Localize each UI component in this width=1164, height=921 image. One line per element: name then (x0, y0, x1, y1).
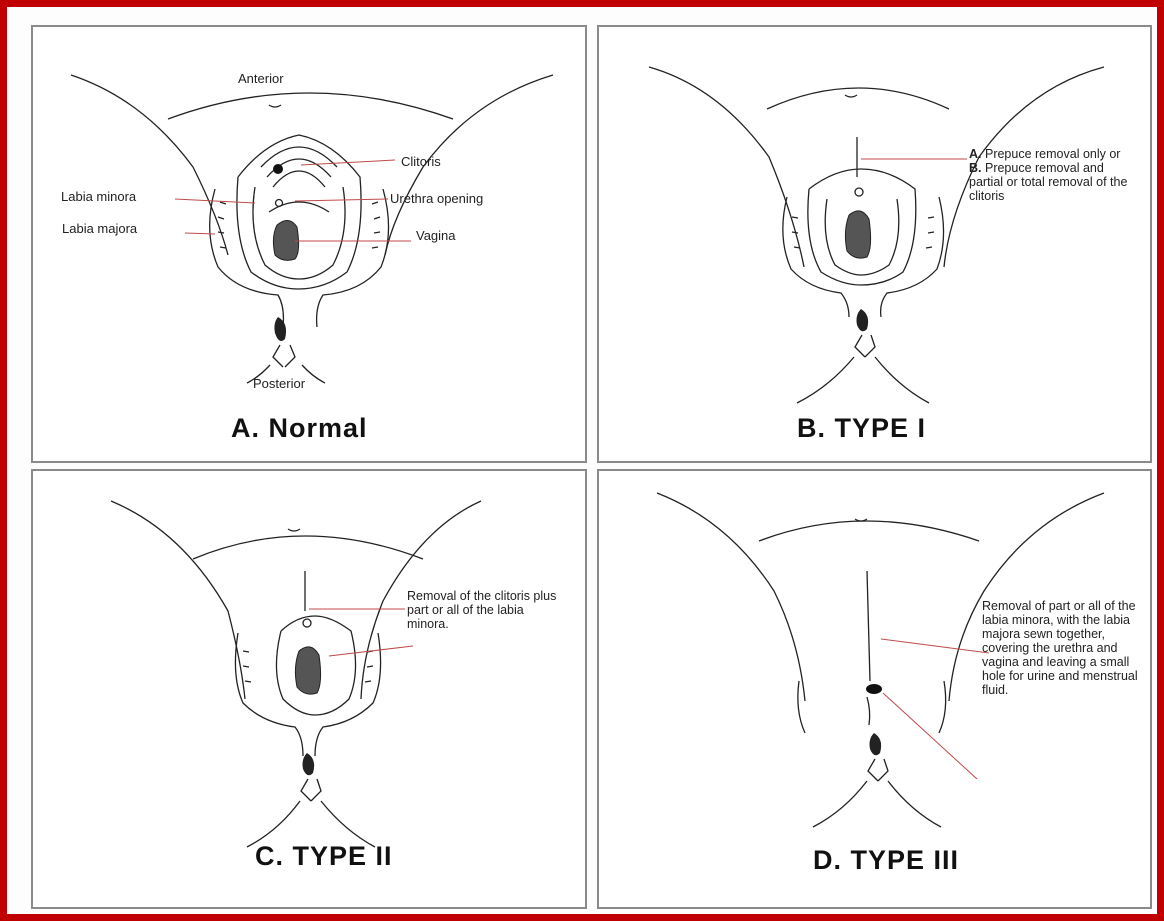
annotation-a-prefix: A. (969, 147, 982, 161)
illustration-normal (33, 27, 585, 461)
annotation-type-2: Removal of the clitoris plus part or all… (407, 589, 567, 631)
panel-title-type-2: C. TYPE II (255, 841, 393, 872)
illustration-type-1 (599, 27, 1150, 461)
panel-normal: Anterior Clitoris Labia minora Urethra o… (31, 25, 587, 463)
panel-title-type-3: D. TYPE III (813, 845, 959, 876)
label-labia-minora: Labia minora (61, 189, 136, 205)
panel-title-type-1: B. TYPE I (797, 413, 926, 444)
label-urethra-opening: Urethra opening (390, 191, 483, 207)
panel-type-3: Removal of part or all of the labia mino… (597, 469, 1152, 909)
panel-type-2: Removal of the clitoris plus part or all… (31, 469, 587, 909)
panel-title-normal: A. Normal (231, 413, 368, 444)
label-anterior: Anterior (238, 71, 284, 87)
annotation-a-text: Prepuce removal only or (985, 147, 1120, 161)
label-vagina: Vagina (416, 228, 456, 244)
annotation-type-3: Removal of part or all of the labia mino… (982, 599, 1142, 697)
annotation-b-prefix: B. (969, 161, 982, 175)
label-clitoris: Clitoris (401, 154, 441, 170)
label-posterior: Posterior (253, 376, 305, 392)
label-labia-majora: Labia majora (62, 221, 137, 237)
annotation-b-text: Prepuce removal and partial or total rem… (969, 161, 1127, 203)
